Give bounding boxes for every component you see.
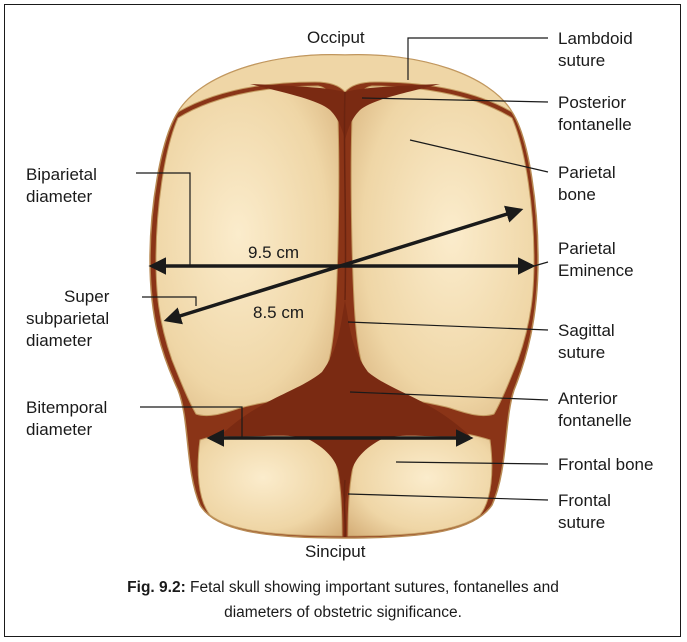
label-biparietal-diameter-1: Biparietal <box>26 165 97 184</box>
label-parietal-eminence-1: Parietal <box>558 239 616 258</box>
label-parietal-eminence-2: Eminence <box>558 261 634 280</box>
label-posterior-fontanelle-1: Posterior <box>558 93 626 112</box>
label-parietal-bone-1: Parietal <box>558 163 616 182</box>
label-super-subparietal-1: Super <box>64 287 110 306</box>
label-super-subparietal-3: diameter <box>26 331 92 350</box>
label-sagittal-suture-2: suture <box>558 343 605 362</box>
label-anterior-fontanelle-1: Anterior <box>558 389 618 408</box>
figure-caption-line-1: Fig. 9.2: Fetal skull showing important … <box>127 579 559 596</box>
label-lambdoid-suture-2: suture <box>558 51 605 70</box>
label-super-subparietal-2: subparietal <box>26 309 109 328</box>
label-frontal-bone: Frontal bone <box>558 455 653 474</box>
measure-super-subparietal: 8.5 cm <box>253 303 304 322</box>
label-posterior-fontanelle-2: fontanelle <box>558 115 632 134</box>
figure-caption-text-1: Fetal skull showing important sutures, f… <box>186 579 559 596</box>
label-bitemporal-diameter-2: diameter <box>26 420 92 439</box>
label-frontal-suture-1: Frontal <box>558 491 611 510</box>
label-biparietal-diameter-2: diameter <box>26 187 92 206</box>
label-bitemporal-diameter-1: Bitemporal <box>26 398 107 417</box>
measure-biparietal: 9.5 cm <box>248 243 299 262</box>
label-frontal-suture-2: suture <box>558 513 605 532</box>
parietal-bone-right <box>351 86 534 416</box>
figure-caption-line-2: diameters of obstetric significance. <box>224 604 462 621</box>
label-parietal-bone-2: bone <box>558 185 596 204</box>
label-anterior-fontanelle-2: fontanelle <box>558 411 632 430</box>
figure-caption-prefix: Fig. 9.2: <box>127 579 186 596</box>
label-sagittal-suture-1: Sagittal <box>558 321 615 340</box>
label-lambdoid-suture-1: Lambdoid <box>558 29 633 48</box>
label-occiput: Occiput <box>307 28 365 47</box>
label-sinciput: Sinciput <box>305 542 366 561</box>
